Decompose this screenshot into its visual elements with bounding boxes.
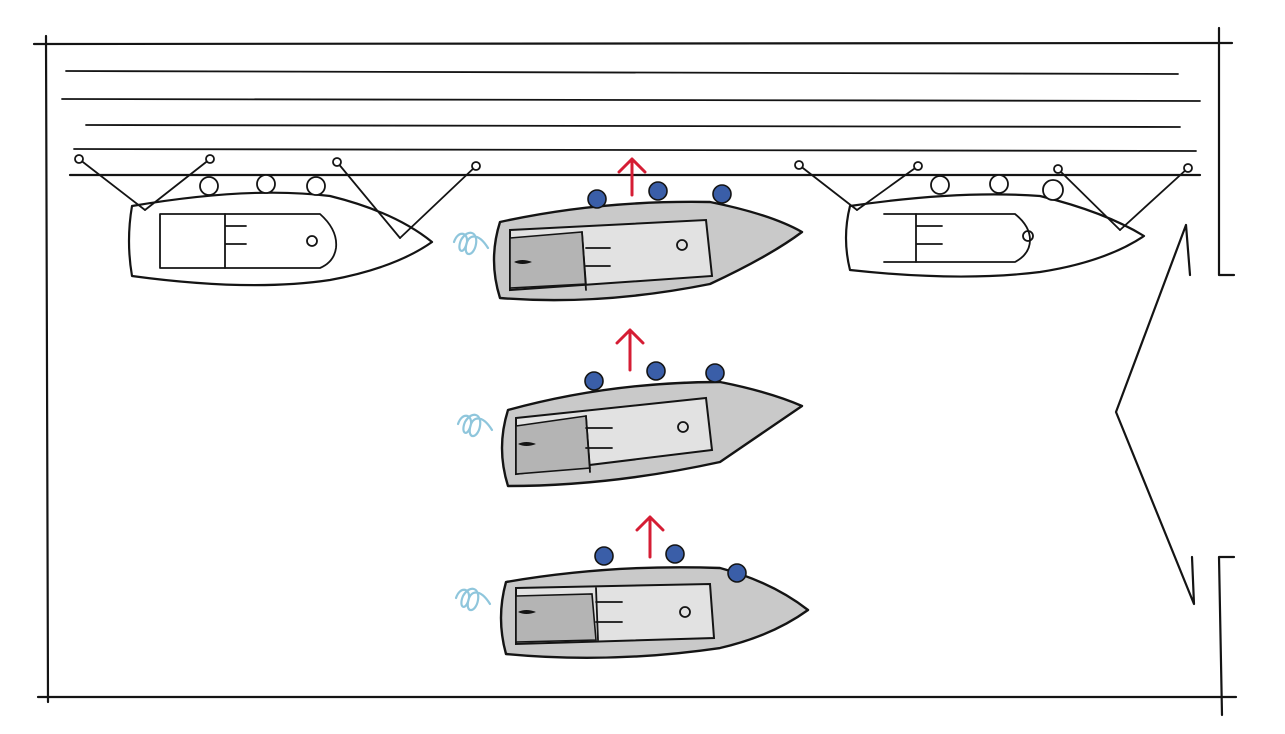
basin-top-edge bbox=[32, 41, 1234, 46]
mooring-line bbox=[78, 158, 146, 211]
dock-plank-line bbox=[85, 124, 1181, 128]
mooring-line bbox=[336, 161, 401, 239]
tiller-icon bbox=[514, 260, 532, 264]
cockpit bbox=[509, 231, 587, 289]
basin-right-edge-upper bbox=[1217, 26, 1236, 277]
dock-plank-line bbox=[65, 70, 1179, 75]
person-icon bbox=[646, 361, 666, 381]
hatch-icon bbox=[677, 421, 689, 433]
cleat-icon bbox=[794, 160, 804, 170]
cabin-divider bbox=[915, 213, 943, 263]
person-icon bbox=[1042, 179, 1064, 201]
moored-boat-right bbox=[794, 160, 1193, 278]
basin-left-edge bbox=[44, 34, 50, 704]
cleat-icon bbox=[205, 154, 215, 164]
cabin-divider bbox=[581, 231, 611, 291]
hull bbox=[127, 191, 434, 287]
person-icon bbox=[587, 189, 607, 209]
prop-wash-icon bbox=[452, 231, 490, 256]
angled-pier bbox=[1114, 223, 1196, 606]
dock-plank-line bbox=[61, 98, 1201, 102]
person-icon bbox=[665, 544, 685, 564]
mooring-line bbox=[1119, 167, 1189, 231]
person-icon bbox=[306, 176, 326, 196]
person-icon bbox=[594, 546, 614, 566]
person-icon bbox=[648, 181, 668, 201]
hatch-icon bbox=[676, 239, 688, 251]
cabin-divider bbox=[595, 587, 623, 641]
motoring-boat-middle bbox=[456, 328, 804, 488]
mooring-line bbox=[144, 158, 211, 211]
cleat-icon bbox=[913, 161, 923, 171]
cockpit bbox=[515, 593, 597, 643]
dock-plank-line bbox=[73, 148, 1197, 152]
cleat-icon bbox=[1183, 163, 1193, 173]
hatch-icon bbox=[679, 606, 691, 618]
prop-wash-icon bbox=[456, 413, 494, 438]
motoring-boat-bottom bbox=[454, 515, 810, 660]
marina-basin bbox=[32, 26, 1238, 717]
dock-pontoon bbox=[61, 70, 1202, 177]
arrow-up-icon bbox=[635, 515, 665, 559]
person-icon bbox=[199, 176, 219, 196]
arrow-up-icon bbox=[615, 328, 645, 372]
cleat-icon bbox=[1053, 164, 1063, 174]
mooring-line bbox=[798, 164, 858, 211]
person-icon bbox=[712, 184, 732, 204]
cleat-icon bbox=[74, 154, 84, 164]
cabin-divider bbox=[224, 213, 247, 269]
person-icon bbox=[584, 371, 604, 391]
arrow-up-icon bbox=[617, 157, 647, 197]
person-icon bbox=[727, 563, 747, 583]
person-icon bbox=[989, 174, 1009, 194]
cleat-icon bbox=[332, 157, 342, 167]
hatch-icon bbox=[306, 235, 318, 247]
cabin-divider bbox=[585, 415, 613, 473]
person-icon bbox=[930, 175, 950, 195]
cockpit-outline bbox=[159, 213, 338, 269]
hatch-icon bbox=[1022, 230, 1034, 242]
person-icon bbox=[705, 363, 725, 383]
basin-right-edge-lower bbox=[1217, 555, 1236, 717]
tiller-icon bbox=[518, 610, 536, 614]
motoring-boat-top bbox=[452, 157, 804, 302]
moored-boat-left bbox=[74, 154, 481, 287]
mooring-line bbox=[399, 165, 477, 239]
hull bbox=[844, 193, 1146, 278]
tiller-icon bbox=[518, 442, 536, 446]
person-icon bbox=[256, 174, 276, 194]
mooring-line bbox=[1057, 168, 1121, 231]
mooring-line bbox=[856, 165, 919, 211]
prop-wash-icon bbox=[454, 587, 492, 612]
cleat-icon bbox=[471, 161, 481, 171]
